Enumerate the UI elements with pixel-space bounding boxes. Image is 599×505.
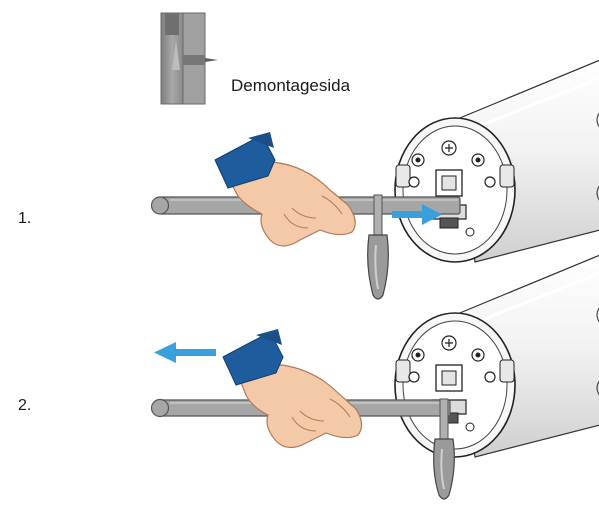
step-1-number: 1. — [18, 210, 31, 228]
motor-head-2 — [395, 255, 599, 457]
dismount-side-label: Demontagesida — [231, 76, 350, 96]
arrow-left-icon — [154, 342, 216, 363]
motor-side-icon — [161, 13, 218, 104]
step-1-illustration — [152, 60, 599, 299]
motor-head-1 — [395, 60, 599, 262]
step-2-number: 2. — [18, 397, 31, 415]
